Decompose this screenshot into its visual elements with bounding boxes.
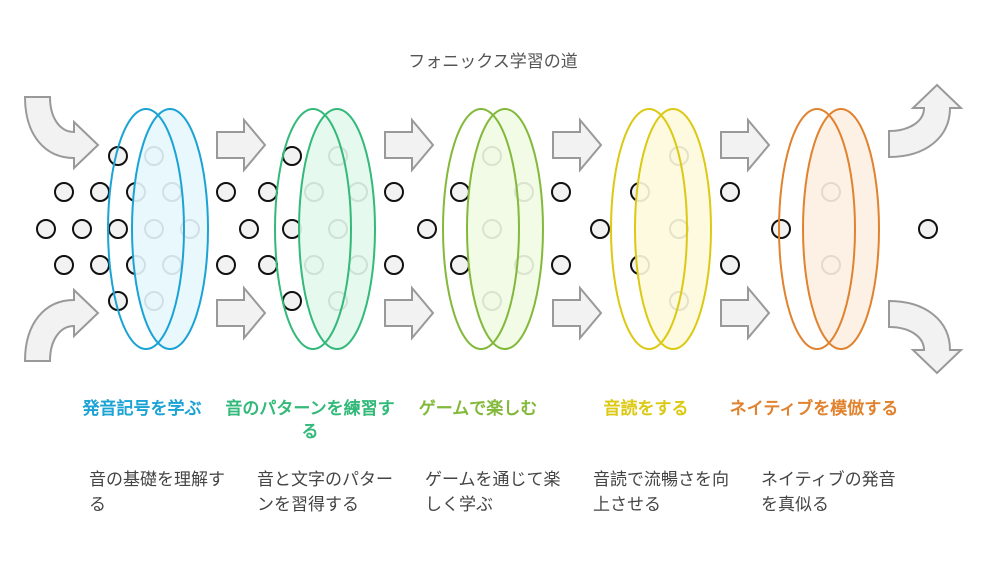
particle-dot: [384, 182, 404, 202]
ring-inner: [466, 111, 520, 347]
stage-description-4: 音読で流暢さを向上させる: [593, 470, 729, 515]
stage-title-4: 音読をする: [603, 399, 689, 419]
ring-front-edge: [442, 108, 520, 350]
stage-ring-4: [610, 108, 712, 350]
ring-back-edge: [466, 108, 544, 350]
particle-dot: [258, 182, 278, 202]
particle-dot: [90, 182, 110, 202]
particle-dot: [417, 219, 437, 239]
particle-dot: [551, 255, 571, 275]
ring-inner: [298, 111, 352, 347]
particle-dot: [590, 219, 610, 239]
particle-dot: [239, 219, 259, 239]
stage-description-1: 音の基礎を理解する: [89, 470, 225, 515]
curved-arrow-up-right-icon: [23, 287, 100, 362]
particle-dot: [54, 255, 74, 275]
ring-back-edge: [131, 108, 209, 350]
stage-title-5: ネイティブを模倣する: [729, 399, 899, 419]
stage-title-1: 発音記号を学ぶ: [82, 399, 202, 419]
particle-dot: [258, 255, 278, 275]
particle-dot: [36, 219, 56, 239]
particle-dot: [384, 255, 404, 275]
particle-dot: [72, 219, 92, 239]
ring-inner: [634, 111, 688, 347]
arrow-right-icon: [216, 117, 267, 173]
ring-back-edge: [298, 108, 376, 350]
curved-arrow-down-right-icon: [23, 96, 100, 171]
particle-dot: [720, 255, 740, 275]
rings-layer: [107, 108, 880, 350]
stage-description-3: ゲームを通じて楽しく学ぶ: [425, 470, 561, 515]
particle-dot: [551, 182, 571, 202]
arrow-right-icon: [552, 117, 603, 173]
arrow-right-icon: [384, 117, 435, 173]
stage-ring-1: [107, 108, 209, 350]
ring-front-edge: [274, 108, 352, 350]
stage-ring-2: [274, 108, 376, 350]
ring-inner: [802, 111, 856, 347]
arrow-right-icon: [720, 285, 771, 341]
arrow-right-icon: [384, 285, 435, 341]
particle-dot: [282, 146, 302, 166]
particle-dot: [282, 291, 302, 311]
arrows-layer: [23, 83, 964, 375]
ring-front-edge: [107, 108, 185, 350]
ring-inner: [131, 111, 185, 347]
stage-description-5: ネイティブの発音を真似る: [761, 470, 896, 515]
curved-arrow-up-icon: [888, 83, 964, 159]
particle-dot: [771, 219, 791, 239]
ring-front-edge: [610, 108, 688, 350]
arrow-right-icon: [552, 285, 603, 341]
arrow-right-icon: [216, 285, 267, 341]
particle-dot: [108, 219, 128, 239]
particle-dot: [918, 219, 938, 239]
particle-dot: [90, 255, 110, 275]
arrow-right-icon: [720, 117, 771, 173]
curved-arrow-down-icon: [888, 299, 964, 375]
diagram-title: フォニックス学習の道: [408, 52, 578, 72]
ring-back-edge: [634, 108, 712, 350]
particle-dot: [216, 182, 236, 202]
stage-description-2: 音と文字のパターンを習得する: [257, 470, 393, 515]
particle-dot: [54, 182, 74, 202]
particle-dot: [216, 255, 236, 275]
particle-dot: [450, 255, 470, 275]
particle-dot: [450, 182, 470, 202]
particle-dot: [720, 182, 740, 202]
stage-title-2: 音のパターンを練習する: [225, 399, 395, 442]
stage-title-3: ゲームで楽しむ: [418, 399, 538, 419]
stage-ring-5: [778, 108, 880, 350]
stage-ring-3: [442, 108, 544, 350]
ring-front-edge: [778, 108, 856, 350]
ring-back-edge: [802, 108, 880, 350]
